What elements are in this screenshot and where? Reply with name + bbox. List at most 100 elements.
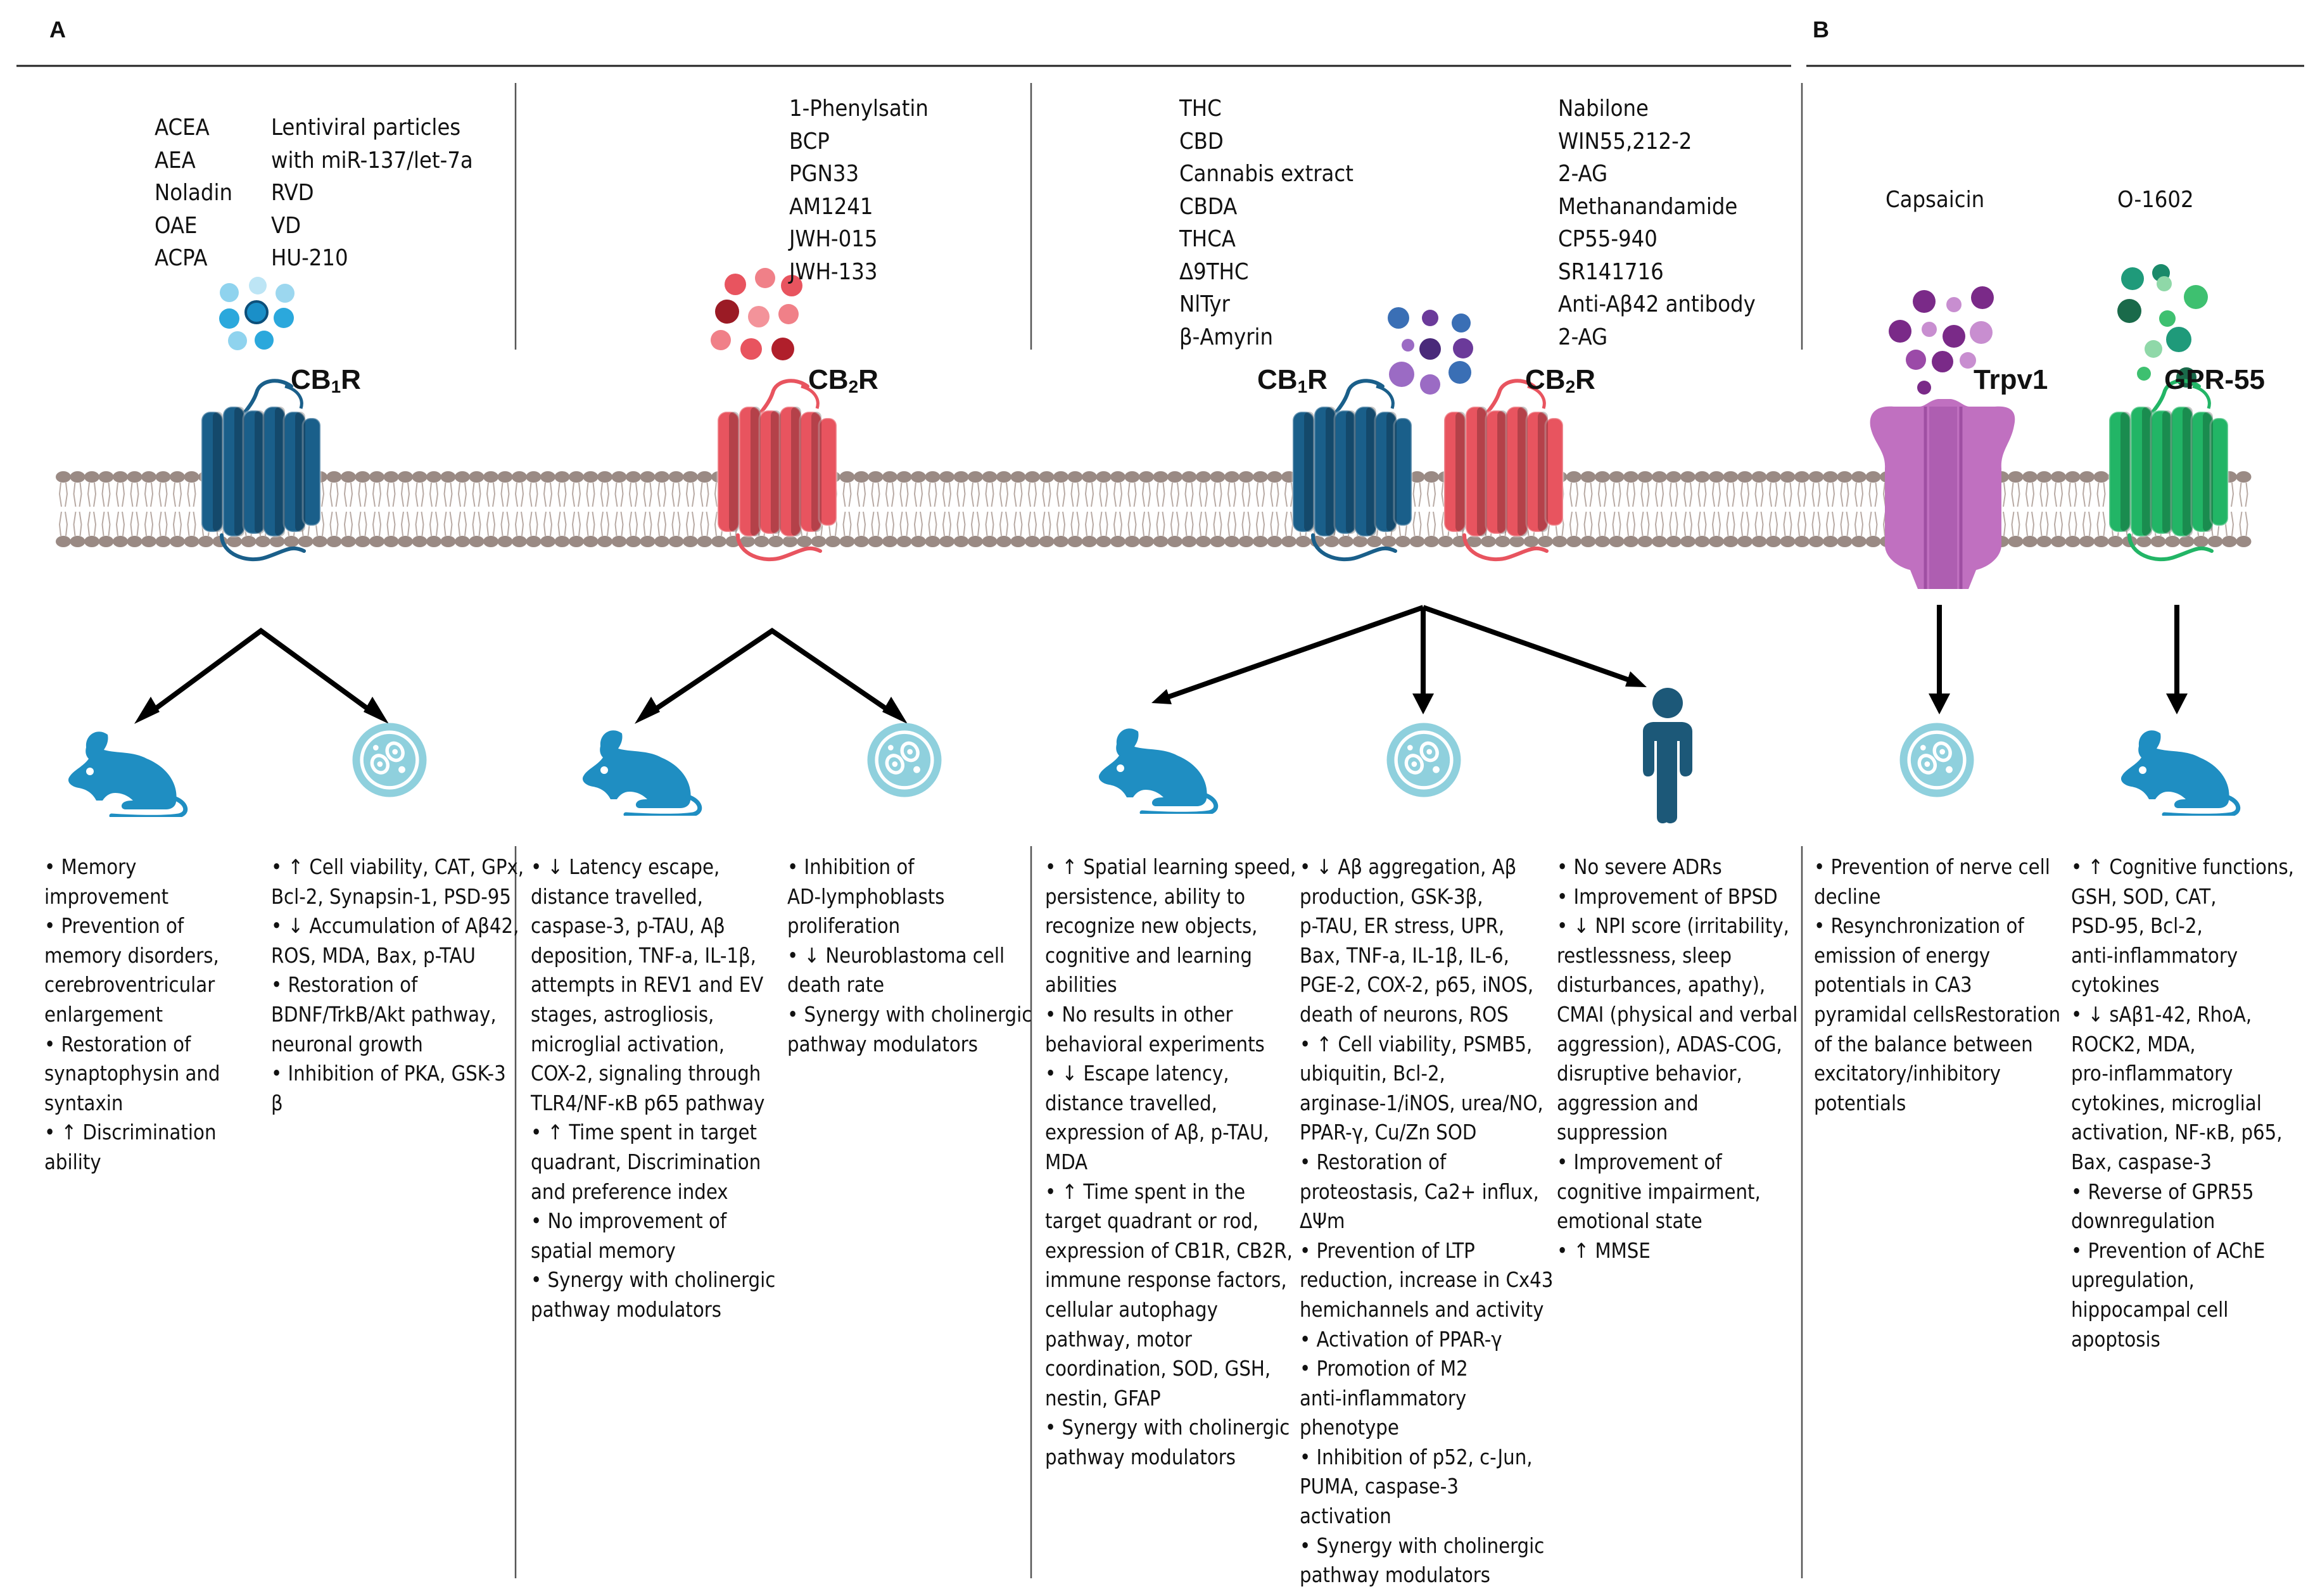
effect-line: • Activation of PPAR-γ <box>1300 1327 1502 1352</box>
effect-line: pathway modulators <box>531 1297 721 1322</box>
effect-line: • Synergy with cholinergic <box>1045 1416 1290 1440</box>
effect-line: hippocampal cell <box>2071 1297 2229 1322</box>
effect-line: Bax, caspase-3 <box>2071 1150 2212 1174</box>
effect-line: • ↓ Latency escape, <box>531 855 720 879</box>
ligand-name: ACPA <box>155 245 208 271</box>
effect-line: pyramidal cellsRestoration <box>1814 1002 2061 1027</box>
ligand-name: CBDA <box>1179 193 1238 220</box>
effect-line: COX-2, signaling through <box>531 1061 761 1086</box>
effect-line: persistence, ability to <box>1045 884 1246 909</box>
receptor-label-trpv1: Trpv1 <box>1974 364 2048 395</box>
effect-line: enlargement <box>44 1002 163 1027</box>
ligand-name: JWH-015 <box>789 226 878 252</box>
effect-line: cytokines <box>2071 973 2160 998</box>
mouse-icon <box>1099 728 1216 814</box>
ligand-name: NlTyr <box>1179 291 1230 317</box>
ligand-label-o1602: O-1602 <box>2117 187 2194 213</box>
effect-line: cognitive and learning <box>1045 943 1252 968</box>
effect-line: pathway, motor <box>1045 1327 1192 1352</box>
effect-line: • Prevention of AChE <box>2071 1238 2266 1263</box>
effect-arrows <box>150 605 2179 714</box>
ligand-name: RVD <box>271 180 314 206</box>
effect-line: • ↓ Aβ aggregation, Aβ <box>1300 855 1517 879</box>
cell-culture-icon <box>353 723 427 797</box>
effect-line: PGE-2, COX-2, p65, iNOS, <box>1300 973 1534 998</box>
effect-line: deposition, TNF-a, IL-1β, <box>531 943 756 968</box>
effect-line: immune response factors, <box>1045 1268 1287 1293</box>
ligand-name: Anti-Aβ42 antibody <box>1558 291 1756 317</box>
ligand-name: AEA <box>155 147 196 174</box>
effect-line: cerebroventricular <box>44 973 215 998</box>
effect-line: aggression and <box>1557 1091 1699 1115</box>
effect-line: • Restoration of <box>1300 1150 1447 1174</box>
effect-line: cellular autophagy <box>1045 1297 1218 1322</box>
mouse-icon <box>583 730 700 816</box>
effect-line: • Reverse of GPR55 <box>2071 1179 2254 1204</box>
ligand-name: 1-Phenylsatin <box>789 96 929 122</box>
effect-line: • Synergy with cholinergic <box>787 1002 1032 1027</box>
effect-line: proteostasis, Ca2+ influx, <box>1300 1179 1539 1204</box>
effects-list-animal: • ↑ Cognitive functions,GSH, SOD, CAT,PS… <box>2071 852 2294 1354</box>
ligand-name: Methanandamide <box>1558 193 1738 220</box>
effect-line: • Prevention of nerve cell <box>1814 855 2050 879</box>
human-icon <box>1643 688 1692 823</box>
effect-line: • ↑ Time spent in the <box>1045 1179 1246 1204</box>
effect-line: syntaxin <box>44 1091 124 1115</box>
panel-label-b: B <box>1813 16 1829 42</box>
cell-culture-icon <box>1387 723 1461 797</box>
effect-line: • Restoration of <box>271 973 418 998</box>
effect-line: memory disorders, <box>44 943 219 968</box>
effect-line: expression of CB1R, CB2R, <box>1045 1238 1293 1263</box>
effect-line: suppression <box>1557 1120 1668 1145</box>
effect-line: p-TAU, ER stress, UPR, <box>1300 914 1505 939</box>
effect-line: stages, astrogliosis, <box>531 1002 714 1027</box>
effect-line: coordination, SOD, GSH, <box>1045 1357 1271 1381</box>
effect-line: activation <box>1300 1504 1391 1529</box>
ligand-name: ACEA <box>155 115 210 141</box>
effect-line: CMAI (physical and verbal <box>1557 1002 1798 1027</box>
arrowheads <box>134 671 2188 724</box>
effect-line: • ↑ Cognitive functions, <box>2071 855 2294 879</box>
effect-line: activation, NF-κB, p65, <box>2071 1120 2283 1145</box>
effect-line: cognitive impairment, <box>1557 1179 1761 1204</box>
effect-line: death of neurons, ROS <box>1300 1002 1509 1027</box>
effect-line: and preference index <box>531 1179 728 1204</box>
effect-line: emotional state <box>1557 1209 1702 1234</box>
receptor-label-cb1r: CB1R <box>291 364 361 396</box>
effect-line: recognize new objects, <box>1045 914 1258 939</box>
ligand-name: HU-210 <box>271 245 348 271</box>
ligand-cluster-cb1r <box>219 277 295 350</box>
ligand-name: β-Amyrin <box>1179 324 1274 350</box>
receptor-label-gpr55: GPR-55 <box>2164 364 2265 395</box>
trpv1-channel <box>1870 399 2015 589</box>
ligand-name: WIN55,212-2 <box>1558 128 1692 155</box>
effect-line: restlessness, sleep <box>1557 943 1732 968</box>
effects-list-cell: • ↑ Cell viability, CAT, GPx,Bcl-2, Syna… <box>271 852 524 1118</box>
ligand-name: with miR-137/let-7a <box>271 147 473 174</box>
ligand-cluster-trpv1 <box>1889 286 1994 395</box>
effect-line: PUMA, caspase-3 <box>1300 1474 1459 1499</box>
effect-line: • Prevention of <box>44 914 184 939</box>
effect-line: distance travelled, <box>531 884 703 909</box>
effect-line: • Restoration of <box>44 1032 191 1056</box>
effect-line: • ↑ Cell viability, CAT, GPx, <box>271 855 524 879</box>
effect-line: • ↓ Accumulation of Aβ42, <box>271 914 519 939</box>
effect-line: • Prevention of LTP <box>1300 1238 1475 1263</box>
effect-line: PSD-95, Bcl-2, <box>2071 914 2203 939</box>
ligand-name: BCP <box>789 128 830 155</box>
effect-line: • Synergy with cholinergic <box>1300 1533 1545 1558</box>
ligand-name: Cannabis extract <box>1179 161 1353 187</box>
effect-line: pro-inflammatory <box>2071 1061 2233 1086</box>
effect-line: upregulation, <box>2071 1268 2195 1293</box>
ligand-name: CP55-940 <box>1558 226 1658 252</box>
effect-line: • Inhibition of <box>787 855 915 879</box>
ligand-name: Nabilone <box>1558 96 1649 122</box>
effect-line: • ↑ Time spent in target <box>531 1120 757 1145</box>
effect-line: • No improvement of <box>531 1209 727 1234</box>
effect-line: pathway modulators <box>1045 1445 1236 1469</box>
effect-line: quadrant, Discrimination <box>531 1150 761 1174</box>
